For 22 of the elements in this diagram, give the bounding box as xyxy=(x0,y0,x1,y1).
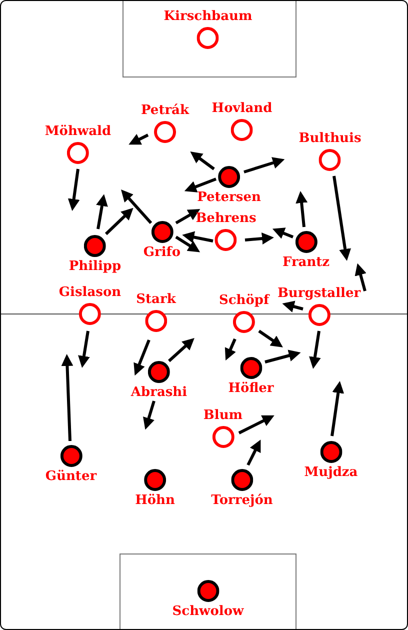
player-name: Burgstaller xyxy=(277,286,361,302)
player-name: Torrejón xyxy=(211,493,273,509)
player-name: Kirschbaum xyxy=(164,9,252,25)
player-name: Möhwald xyxy=(44,124,112,140)
player-name: Gislason xyxy=(58,285,122,301)
player-name: Blum xyxy=(203,408,243,424)
player-name: Bulthuis xyxy=(298,131,362,147)
player-name: Hovland xyxy=(212,101,272,117)
player-name: Schwolow xyxy=(172,604,244,620)
player-name: Grifo xyxy=(143,245,181,261)
player-name: Petersen xyxy=(197,190,261,206)
player-name: Frantz xyxy=(282,255,330,271)
player-name: Mujdza xyxy=(304,465,358,481)
player-name: Höfler xyxy=(228,381,274,397)
player-name: Stark xyxy=(136,292,176,308)
player-name: Abrashi xyxy=(130,385,188,401)
player-name: Günter xyxy=(45,469,97,485)
player-name: Schöpf xyxy=(218,293,270,309)
player-name: Philipp xyxy=(68,259,122,275)
player-name: Petrák xyxy=(141,103,189,119)
player-name: Behrens xyxy=(196,211,256,227)
player-name: Höhn xyxy=(135,493,175,509)
